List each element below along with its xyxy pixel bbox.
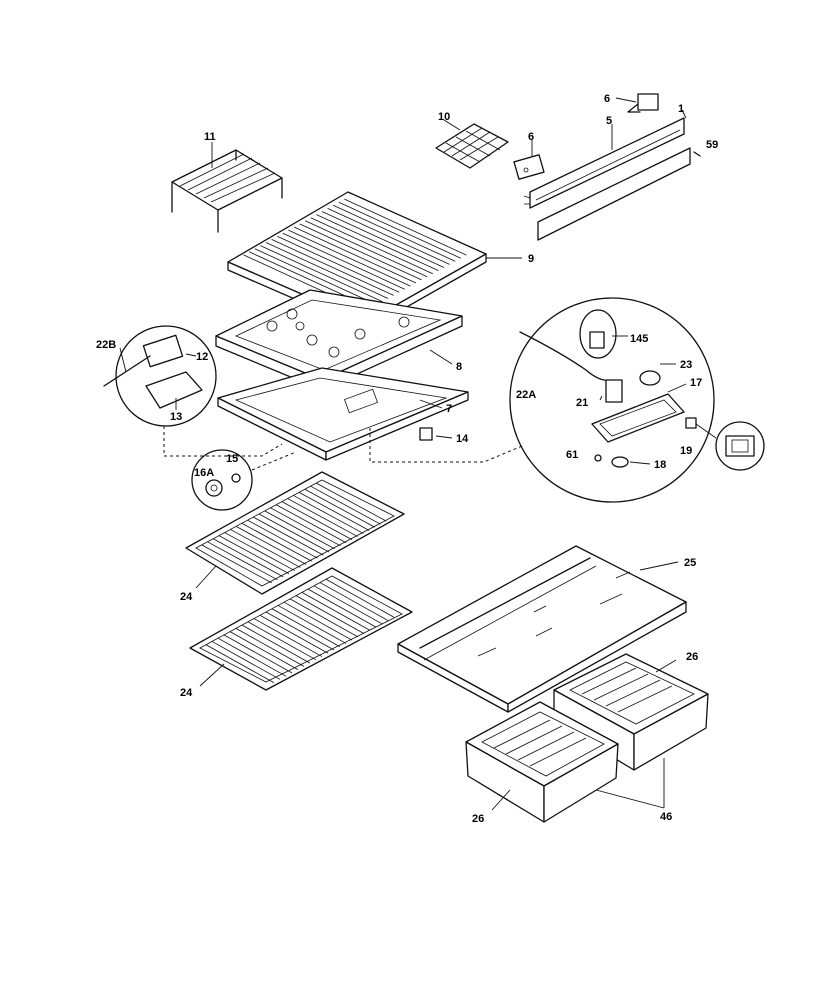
- part-6-clip: [513, 140, 545, 180]
- rail-part-5: [523, 109, 691, 241]
- callout-26-right: 26: [686, 651, 698, 663]
- callout-25: 25: [684, 557, 696, 569]
- detail-circle-left: [103, 325, 283, 457]
- callout-145: 145: [630, 333, 648, 345]
- callout-22b: 22B: [96, 339, 116, 351]
- callout-6-top: 6: [604, 93, 610, 105]
- callout-11: 11: [204, 131, 216, 143]
- wire-shelf-24-lower: [189, 567, 413, 691]
- callout-24-lower: 24: [180, 687, 193, 699]
- part-10: [435, 119, 509, 169]
- callout-9: 9: [528, 253, 534, 265]
- callout-21: 21: [576, 397, 588, 409]
- callout-17: 17: [690, 377, 702, 389]
- callout-26-left: 26: [472, 813, 484, 825]
- callout-12: 12: [196, 351, 208, 363]
- tray-part-7: [217, 367, 469, 461]
- callout-18: 18: [654, 459, 666, 471]
- detail-circle-right: [369, 297, 715, 503]
- callout-5: 5: [606, 115, 612, 127]
- part-6-bracket: [615, 93, 659, 113]
- part-14: [419, 427, 453, 441]
- callout-1: 1: [678, 103, 684, 115]
- part-59: [693, 151, 701, 157]
- callout-labels: 1 5 6 6 10 59 11 9 8 7 14 22B 12 13 15 1…: [96, 93, 718, 825]
- leader-46: [595, 758, 665, 809]
- callout-24-upper: 24: [180, 591, 193, 603]
- callout-22a: 22A: [516, 389, 536, 401]
- crisper-drawer-26-left: [465, 701, 619, 823]
- callout-23: 23: [680, 359, 692, 371]
- callout-14: 14: [456, 433, 469, 445]
- callout-7: 7: [446, 403, 452, 415]
- callout-16a: 16A: [194, 467, 214, 479]
- detail-circle-16a: [191, 449, 297, 511]
- callout-15: 15: [226, 453, 238, 465]
- crisper-drawer-26-right: [553, 653, 709, 771]
- frame-part-8: [215, 289, 463, 391]
- callout-10: 10: [438, 111, 450, 123]
- callout-6-mid: 6: [528, 131, 534, 143]
- wire-shelf-24-upper: [185, 471, 405, 595]
- callout-61: 61: [566, 449, 578, 461]
- callout-8: 8: [456, 361, 462, 373]
- callout-46: 46: [660, 811, 672, 823]
- detail-circle-small-right: [695, 421, 765, 471]
- callout-13: 13: [170, 411, 182, 423]
- glass-shelf-part-25: [397, 545, 687, 713]
- wire-rack-part-11: [171, 142, 283, 233]
- callout-59: 59: [706, 139, 718, 151]
- callout-19: 19: [680, 445, 692, 457]
